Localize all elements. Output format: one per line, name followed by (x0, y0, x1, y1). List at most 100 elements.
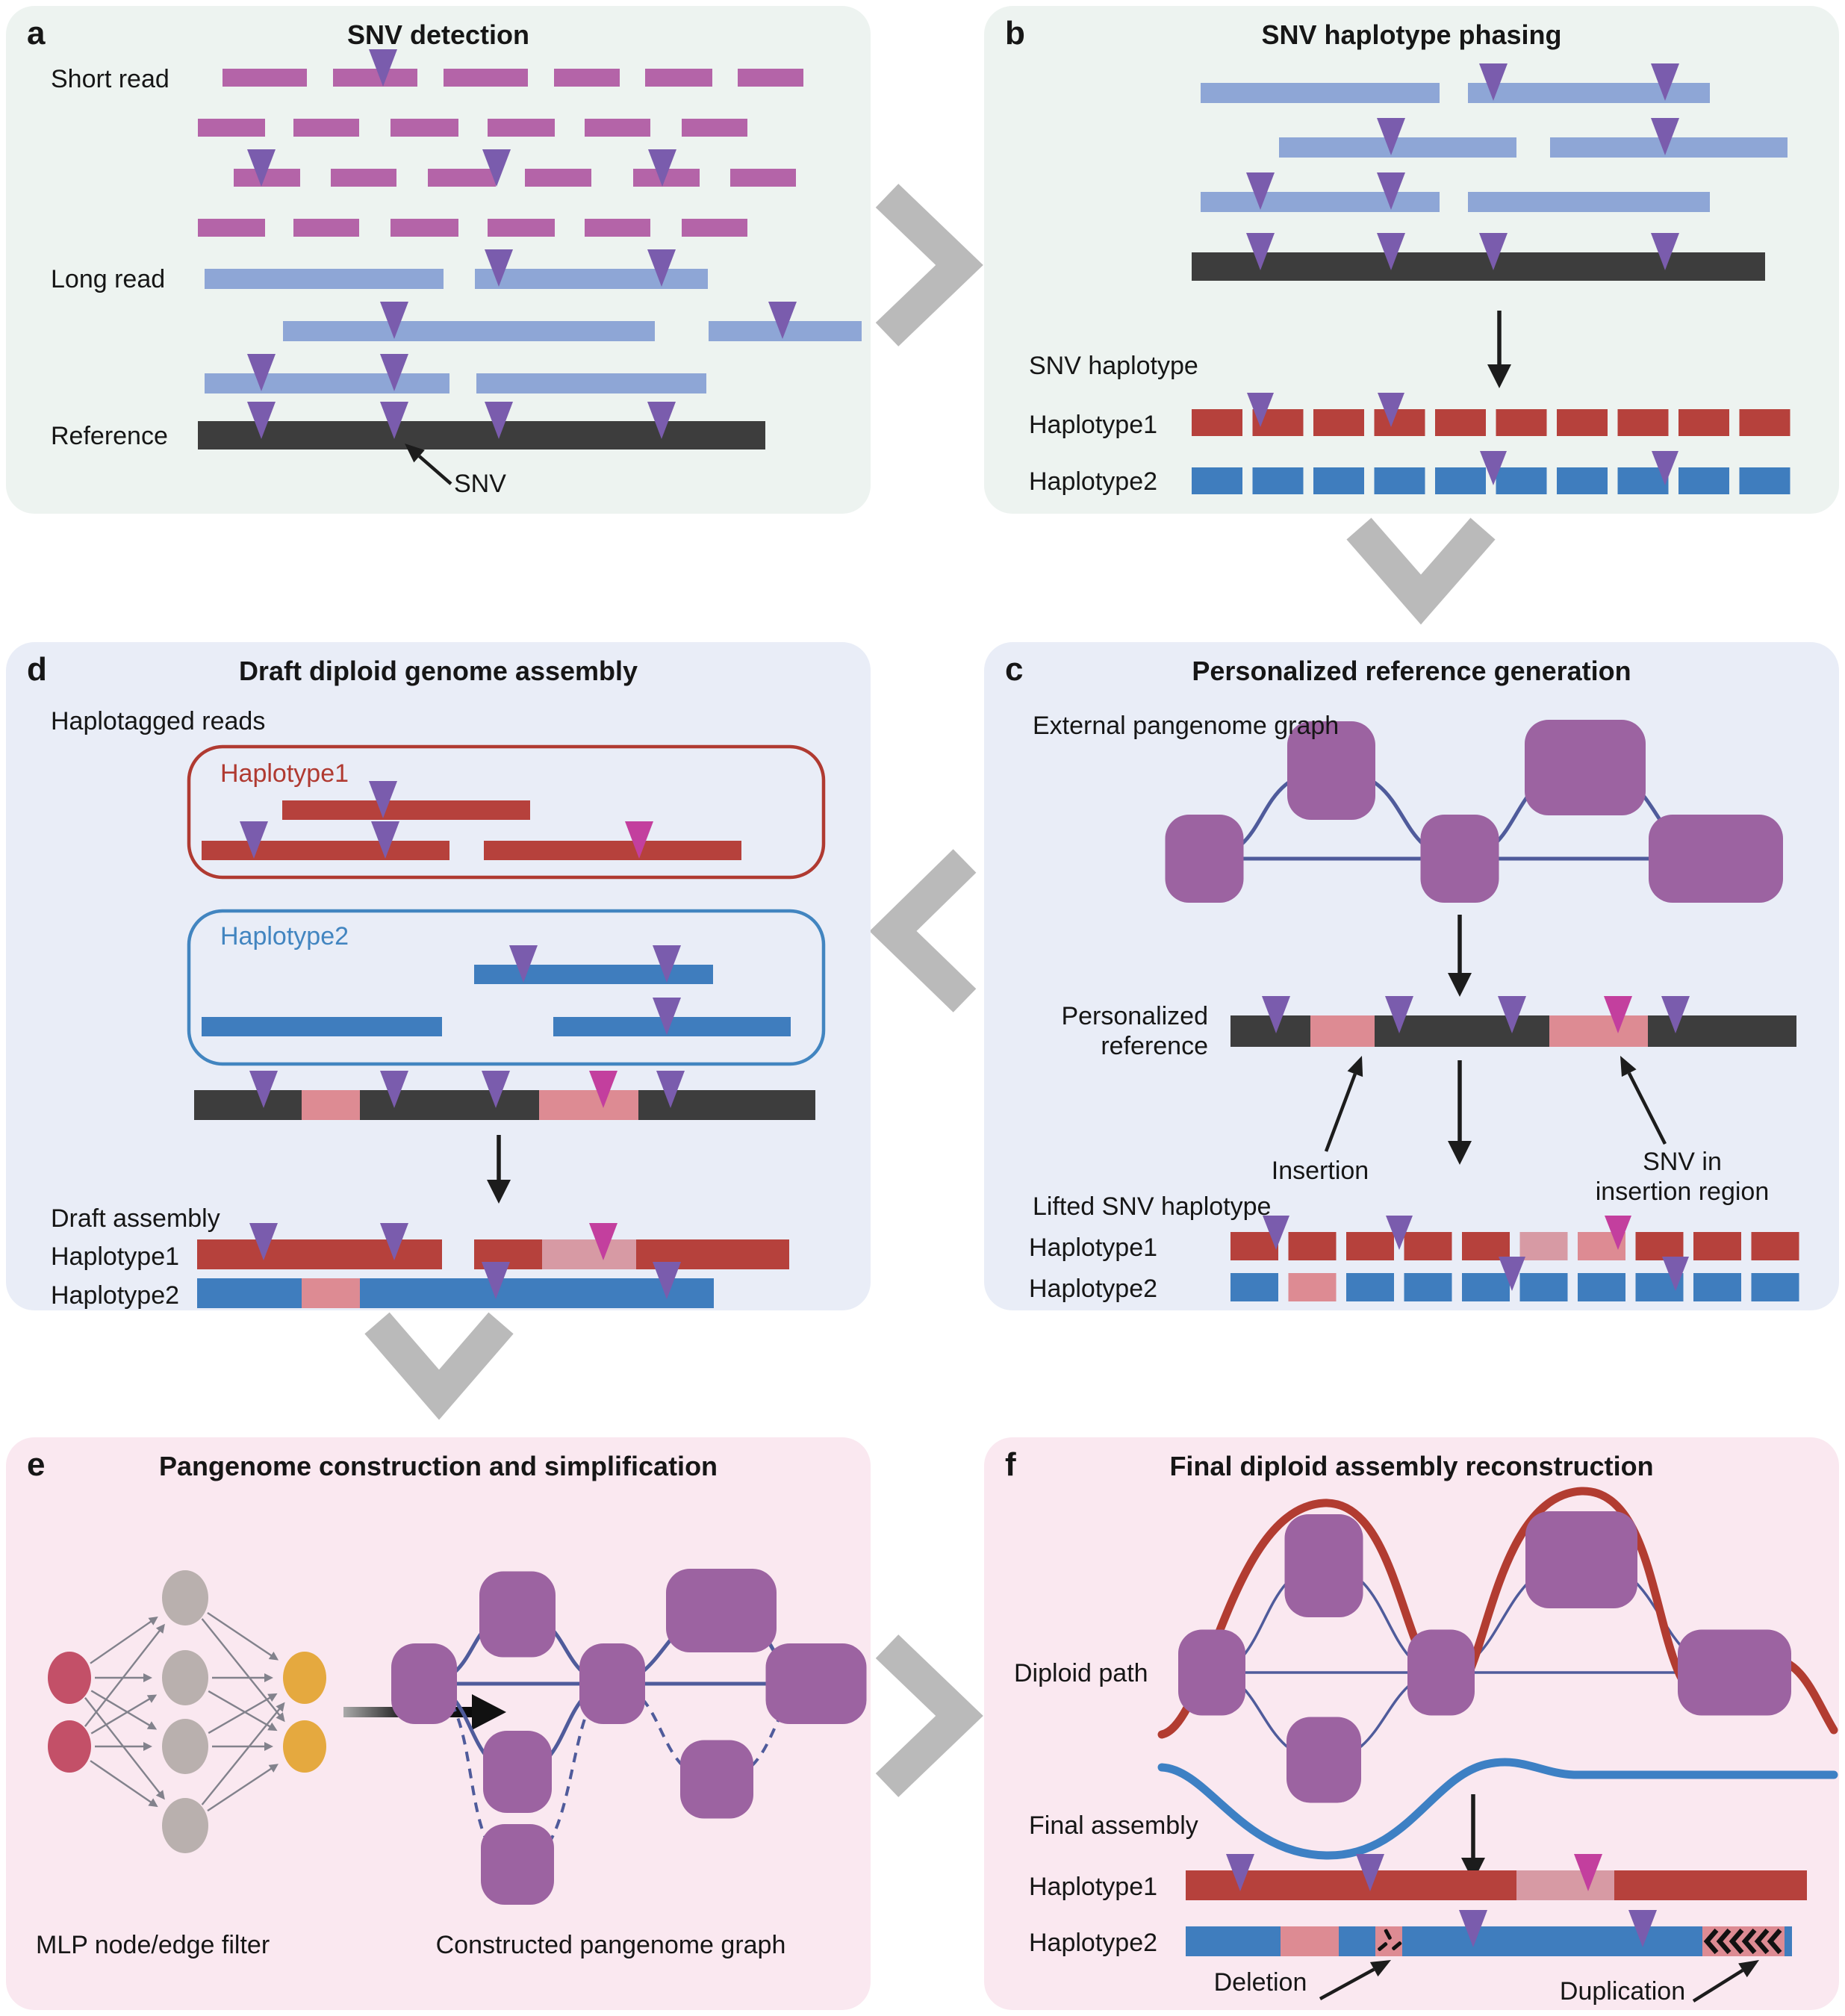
short-read-bar (645, 69, 712, 87)
snv-triangle-icon (249, 1223, 278, 1260)
mlp-hidden-node (162, 1650, 208, 1705)
duplication-chevron-icon (1716, 1928, 1732, 1955)
panel-title-a: SNV detection (346, 19, 530, 50)
snv-triangle-icon (482, 1071, 510, 1108)
long-read-bar (475, 269, 708, 289)
label-haplotagged-reads: Haplotagged reads (51, 707, 266, 735)
annotation-arrow-head-icon (1620, 1056, 1637, 1077)
snv-triangle-icon (1246, 233, 1275, 270)
lifted-haplotype2-segment (1751, 1273, 1799, 1301)
haplotype2-segment (1557, 467, 1608, 494)
snv-triangle-icon (1651, 233, 1679, 270)
annotation-arrow-icon (418, 455, 452, 485)
panel-d-art (187, 744, 826, 1308)
label-snv-in-line2: insertion region (1595, 1177, 1770, 1206)
snv-triangle-icon (247, 149, 276, 187)
mlp-output-node (283, 1720, 326, 1773)
haplotype1-segment (1617, 409, 1669, 436)
label-external-pangenome-graph: External pangenome graph (1033, 712, 1340, 740)
insertion-segment (542, 1239, 636, 1269)
snv-triangle-icon (1498, 996, 1526, 1033)
annotation-arrow-icon (1324, 1073, 1357, 1152)
snv-triangle-icon (380, 402, 408, 439)
mlp-input-node (48, 1720, 91, 1773)
pangenome-node (483, 1731, 552, 1813)
panel-title-d: Draft diploid genome assembly (238, 656, 638, 686)
haplotype1-read (282, 800, 530, 820)
pangenome-node (1420, 815, 1499, 903)
mlp-edge-icon (90, 1760, 153, 1804)
lifted-haplotype2-segment (1578, 1273, 1625, 1301)
lifted-haplotype2-segment (1404, 1273, 1452, 1301)
personalized-reference-bar (194, 1090, 815, 1120)
snv-triangle-icon (1356, 1854, 1384, 1891)
down-arrow-head-icon (1461, 1858, 1485, 1882)
mlp-edge-icon (201, 1707, 281, 1805)
long-read-bar (1201, 192, 1440, 212)
snv-triangle-icon (369, 49, 397, 87)
snv-triangle-icon (653, 998, 681, 1035)
pangenome-node (1525, 720, 1646, 815)
long-read-bar (205, 269, 444, 289)
down-arrow-head-icon (1448, 1141, 1472, 1165)
short-read-bar (488, 219, 555, 237)
snv-triangle-icon (1377, 172, 1405, 210)
final-haplotype1-bar (1186, 1870, 1807, 1900)
insertion-segment (302, 1278, 360, 1308)
haplotype2-segment (1313, 467, 1364, 494)
annotation-arrow-head-icon (1369, 1960, 1391, 1977)
long-read-bar (1468, 192, 1710, 212)
deletion-hatch-icon (1378, 1942, 1388, 1951)
snv-triangle-icon (380, 302, 408, 339)
snv-triangle-icon (482, 1262, 510, 1299)
label-short-read: Short read (51, 65, 169, 93)
snv-triangle-icon (1628, 1910, 1657, 1947)
mlp-hidden-node (162, 1798, 208, 1853)
pangenome-node (1525, 1511, 1637, 1608)
haplotype2-read (474, 965, 713, 984)
long-read-bar (1468, 83, 1710, 103)
label-draft-assembly: Draft assembly (51, 1204, 220, 1233)
label-personalized-line2: reference (1101, 1032, 1208, 1060)
annotation-arrow-icon (1627, 1072, 1667, 1145)
snv-triangle-icon (647, 249, 676, 287)
short-read-bar (585, 219, 650, 237)
snv-triangle-icon (1386, 1216, 1413, 1250)
pangenome-node (1165, 815, 1244, 903)
snv-triangle-icon (1651, 63, 1679, 101)
lifted-haplotype2-segment (1462, 1273, 1510, 1301)
label-box-haplotype1: Haplotype1 (220, 759, 349, 788)
snv-triangle-icon (1226, 1854, 1254, 1891)
label-deletion: Deletion (1213, 1968, 1307, 1997)
chevron-down-b-to-c-icon (1346, 517, 1496, 625)
snv-triangle-icon (1651, 118, 1679, 155)
mlp-edge-icon (201, 1618, 281, 1717)
reference-bar (1192, 252, 1765, 281)
mlp-edge-icon (207, 1612, 273, 1658)
panel-personalized-reference: c Personalized reference generation Exte… (984, 642, 1839, 1310)
short-read-bar (223, 69, 307, 87)
snv-triangle-icon (648, 149, 676, 187)
deletion-hatch-icon (1384, 1929, 1392, 1940)
label-snv: SNV (454, 470, 506, 498)
duplication-chevron-icon (1729, 1928, 1744, 1955)
lifted-haplotype2-segment (1346, 1273, 1394, 1301)
pangenome-node (666, 1569, 777, 1652)
mlp-edge-head-icon (264, 1673, 273, 1682)
pangenome-node (1287, 721, 1375, 820)
draft-haplotype1-contig (197, 1239, 442, 1269)
short-read-bar (198, 119, 265, 137)
panel-snv-haplotype-phasing: b SNV haplotype phasing SNV haplotype Ha… (984, 6, 1839, 514)
snv-triangle-icon (1378, 393, 1404, 427)
panel-snv-detection: a SNV detection Short read Long read Ref… (6, 6, 871, 514)
label-haplotype2: Haplotype2 (1029, 467, 1158, 496)
lifted-haplotype1-segment (1288, 1232, 1337, 1260)
label-haplotype2: Haplotype2 (1029, 1275, 1158, 1303)
deletion-segment (1375, 1926, 1402, 1956)
short-read-bar (585, 119, 650, 137)
mlp-edge-head-icon (267, 1693, 278, 1702)
panel-c-art (1165, 720, 1799, 1301)
short-read-bar (525, 169, 591, 187)
haplotype2-segment (1374, 467, 1425, 494)
